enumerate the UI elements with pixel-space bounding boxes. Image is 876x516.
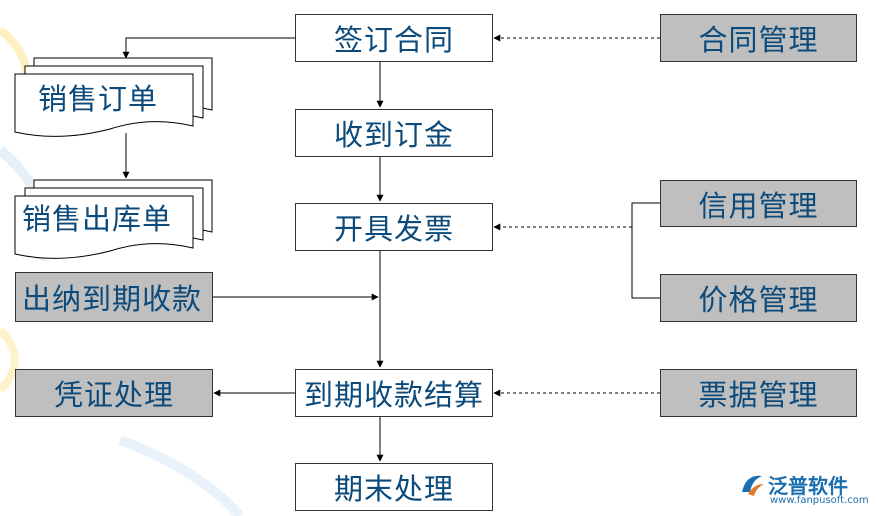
node-due-collection: 出纳到期收款 bbox=[15, 272, 213, 322]
node-voucher: 凭证处理 bbox=[15, 369, 213, 417]
doc-shape-sales-outbound bbox=[14, 179, 213, 259]
node-credit-mgmt: 信用管理 bbox=[660, 180, 857, 227]
node-issue-invoice: 开具发票 bbox=[295, 203, 493, 251]
node-price-mgmt: 价格管理 bbox=[660, 274, 857, 322]
bracket-credit-price bbox=[631, 202, 660, 299]
sales-order-label: 销售订单 bbox=[38, 82, 159, 116]
node-receive-deposit: 收到订金 bbox=[295, 109, 493, 157]
node-due-settlement: 到期收款结算 bbox=[295, 369, 493, 417]
logo-url: www.fanpusoft.com bbox=[770, 495, 869, 506]
fanpu-logo-icon bbox=[742, 475, 764, 496]
node-period-end: 期末处理 bbox=[295, 463, 493, 511]
node-bill-mgmt: 票据管理 bbox=[660, 369, 857, 417]
arrow-sign-to-order bbox=[122, 37, 295, 59]
brand-logo: 泛普软件 www.fanpusoft.com bbox=[738, 470, 869, 510]
node-sign-contract: 签订合同 bbox=[295, 14, 493, 62]
node-contract-mgmt: 合同管理 bbox=[660, 14, 857, 62]
sales-outbound-label: 销售出库单 bbox=[22, 202, 173, 236]
doc-shape-sales-order bbox=[14, 57, 213, 137]
logo-name: 泛普软件 bbox=[768, 474, 848, 498]
